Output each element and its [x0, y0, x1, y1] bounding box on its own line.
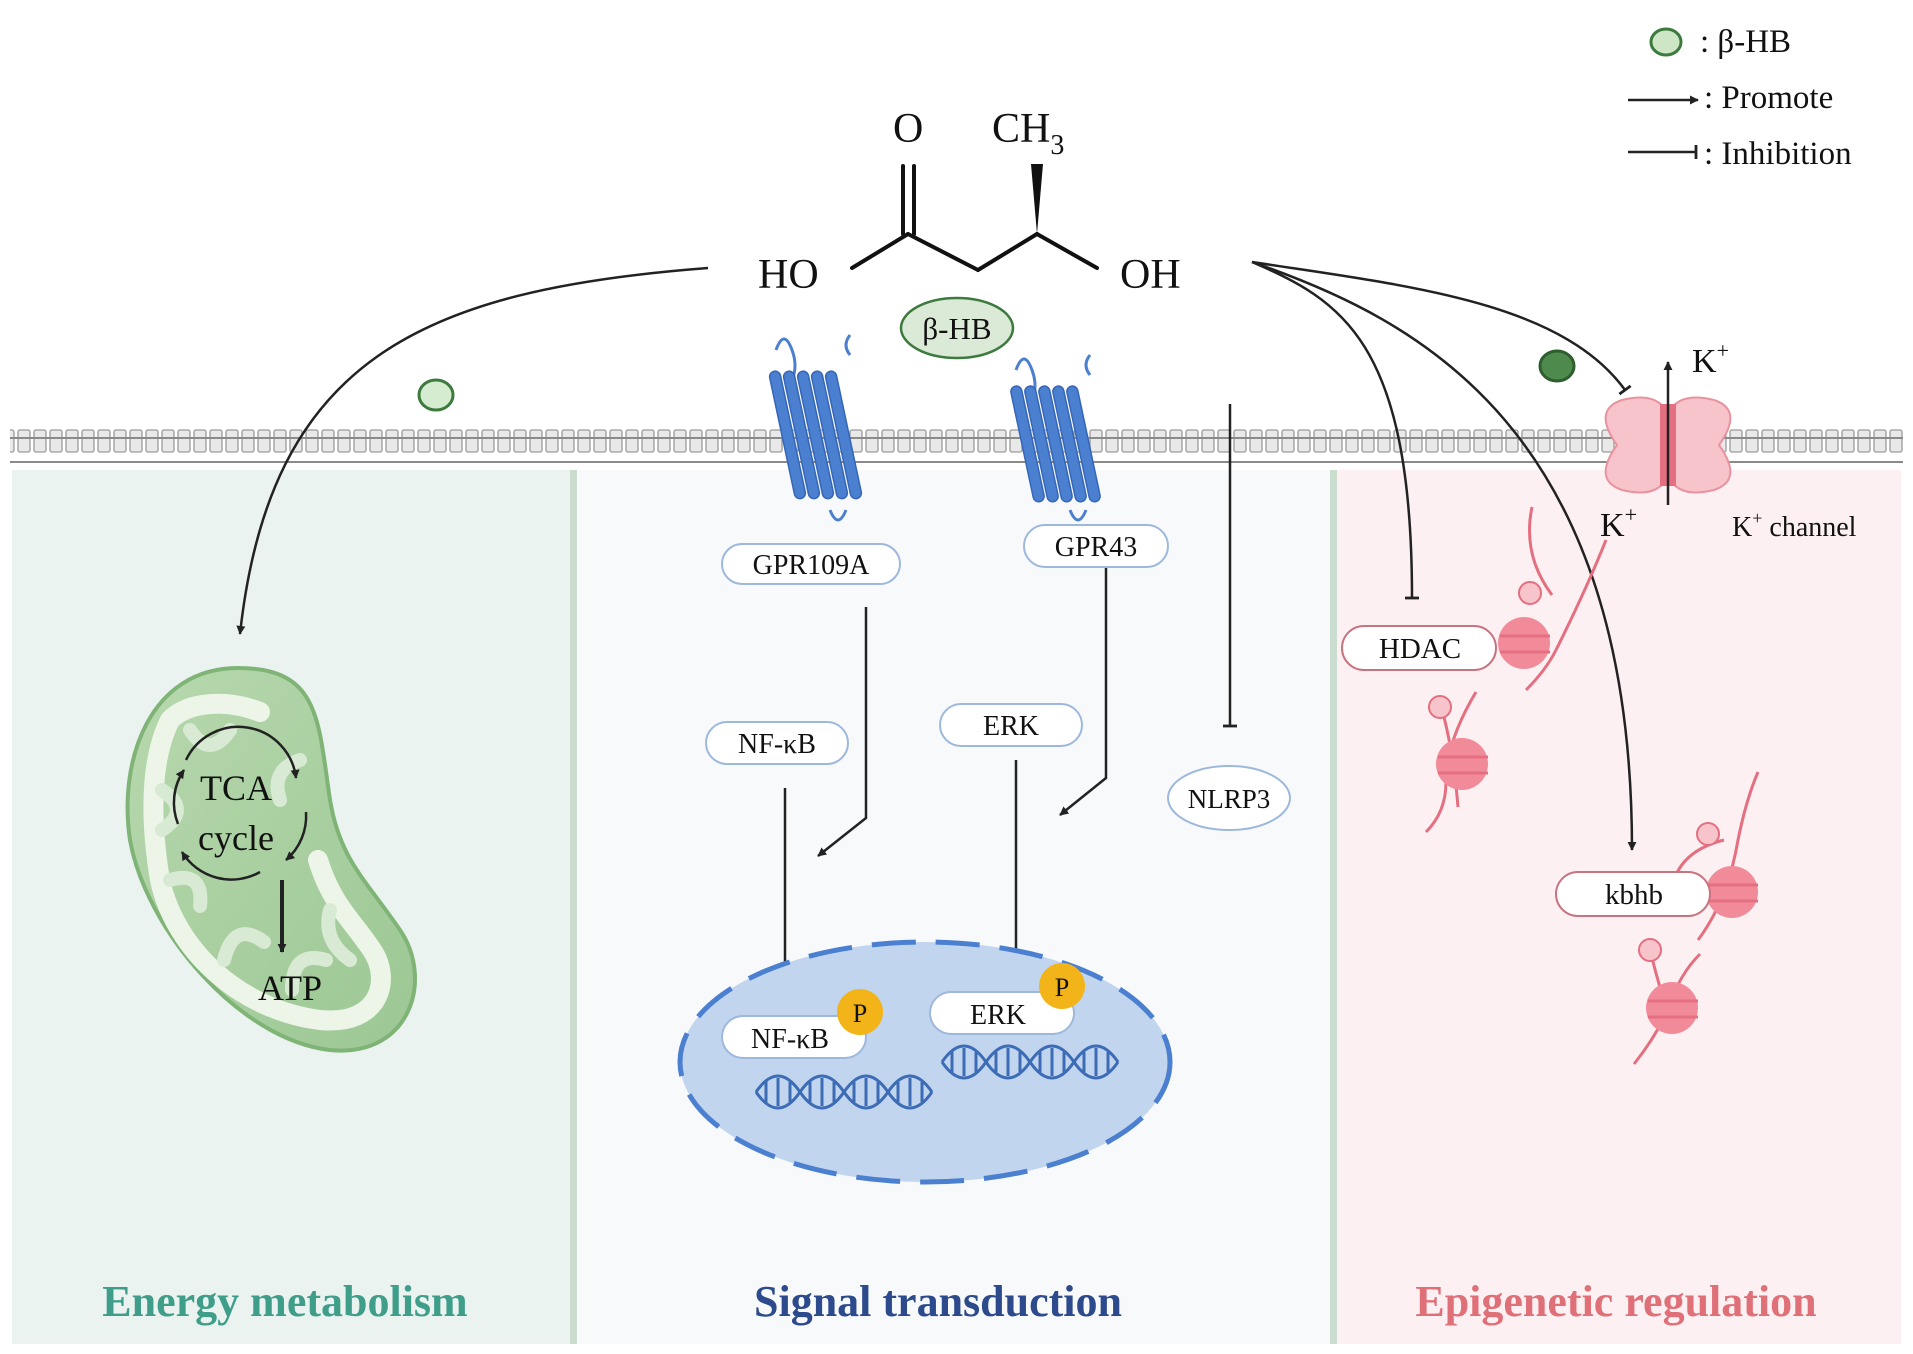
- nlrp3-label: NLRP3: [1188, 784, 1271, 814]
- erk-phospho-badge: [1039, 963, 1085, 1009]
- methyl-subscript: 3: [1050, 130, 1064, 161]
- pathway-arrows: [236, 260, 1637, 1001]
- erk-label: ERK: [983, 711, 1039, 742]
- mitochondrion: TCA cycle ATP: [125, 665, 417, 1053]
- nfkb-phospho-badge: [837, 989, 883, 1035]
- potassium-label-inside: K+: [1600, 502, 1637, 544]
- hdac-label: HDAC: [1379, 633, 1461, 665]
- panel-divider-right: [1330, 462, 1337, 1344]
- tca-cycle-arrows: [172, 725, 308, 881]
- atp-label: ATP: [258, 968, 322, 1008]
- potassium-channel-label: K+ channel: [1732, 508, 1857, 543]
- gpr43-receptor-icon: [1010, 354, 1101, 522]
- inhibit-bhb-to-hdac: [1251, 260, 1420, 600]
- methyl-ch: CH: [992, 106, 1050, 152]
- erk-nucleus-label: ERK: [970, 1000, 1026, 1031]
- beta-hb-molecule: O CH3 HO OH β-HB: [758, 106, 1181, 360]
- bhb-molecule-dot-right: [1538, 349, 1576, 383]
- arrow-bhb-to-mitochondrion: [236, 266, 709, 635]
- carbonyl-oxygen-label: O: [893, 106, 923, 152]
- epigenetic-nucleosomes: HDAC kbhb: [1341, 506, 1760, 1065]
- nfkb-label-box: [705, 721, 849, 765]
- dna-helix-right: [940, 1044, 1120, 1080]
- nlrp3-label-box: [1167, 765, 1291, 831]
- hydroxyl-acid-label: HO: [758, 252, 819, 298]
- potassium-label-outside: K+: [1692, 338, 1729, 380]
- bhb-name-badge: [899, 296, 1015, 360]
- molecule-bonds: [850, 164, 1099, 272]
- energy-metabolism-title: Energy metabolism: [102, 1277, 467, 1326]
- bhb-molecule-dot-left: [417, 378, 455, 412]
- kbhb-label: kbhb: [1605, 879, 1663, 911]
- methyl-wedge-bond: [1031, 164, 1043, 234]
- gpr43-label-box: [1023, 524, 1169, 568]
- erk-label-box: [939, 703, 1083, 747]
- tca-cycle-label-line2: cycle: [198, 818, 274, 858]
- nfkb-nucleus-box: [721, 1015, 867, 1059]
- erk-phospho-label: P: [1055, 973, 1069, 1002]
- nfkb-phospho-label: P: [853, 999, 867, 1028]
- cristae-folds: [155, 723, 357, 997]
- inhibit-bhb-to-potassium-channel: [1251, 260, 1632, 396]
- gpr43-label: GPR43: [1055, 532, 1137, 563]
- nucleus: NF-κB P ERK P: [677, 939, 1173, 1185]
- nucleosome-2: [1424, 691, 1488, 834]
- legend: : β-HB : Promote : Inhibition: [1628, 24, 1852, 172]
- signal-panel-bg: [578, 462, 1330, 1344]
- potassium-channel-icon: K+ K+ K+ channel: [1600, 338, 1857, 544]
- gpr109a-label: GPR109A: [753, 550, 870, 581]
- legend-bhb-label: : β-HB: [1700, 24, 1791, 60]
- dna-helix-left: [754, 1074, 934, 1110]
- gpr109a-label-box: [721, 543, 901, 585]
- nfkb-label: NF-κB: [738, 729, 816, 760]
- arrow-gpr43-to-nucleus: [1059, 568, 1108, 816]
- mitochondrion-cristae: [143, 693, 391, 1031]
- tca-cycle-label-line1: TCA: [200, 768, 272, 808]
- section-backgrounds: [12, 462, 1901, 1344]
- legend-bhb-marker: [1649, 27, 1683, 57]
- cell-membrane: [10, 428, 1903, 470]
- hydroxyl-label: OH: [1120, 252, 1181, 298]
- arrow-gpr109a-to-nucleus: [817, 607, 868, 857]
- nucleosome-1: [1498, 506, 1608, 692]
- nucleosome-4: [1632, 938, 1702, 1065]
- erk-nucleus-box: [929, 991, 1075, 1035]
- epigenetic-regulation-title: Epigenetic regulation: [1415, 1277, 1816, 1326]
- legend-inhibition-label: : Inhibition: [1704, 136, 1852, 172]
- arrow-bhb-to-kbhb: [1251, 260, 1637, 851]
- legend-promote-label: : Promote: [1704, 80, 1833, 116]
- signal-labels: GPR109A GPR43 NF-κB ERK NLRP3: [705, 524, 1291, 831]
- kbhb-label-box: [1555, 871, 1711, 917]
- bhb-name-badge-text: β-HB: [922, 311, 991, 346]
- methyl-label: CH3: [992, 106, 1064, 161]
- panel-divider-left: [570, 462, 577, 1344]
- hdac-label-box: [1341, 625, 1497, 671]
- gpr109a-receptor-icon: [768, 334, 863, 522]
- signal-transduction-title: Signal transduction: [754, 1277, 1122, 1326]
- nfkb-nucleus-label: NF-κB: [751, 1024, 829, 1055]
